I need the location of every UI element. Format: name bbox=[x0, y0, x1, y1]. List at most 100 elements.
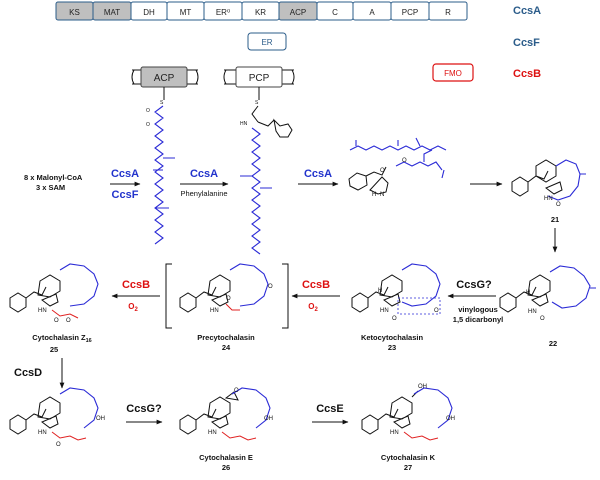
pyrrolinone-intermediate: O O H N bbox=[348, 137, 447, 198]
ccsF-gene-label: CcsF bbox=[513, 37, 540, 49]
c25-hn: HN bbox=[38, 308, 47, 314]
ccsA-gene-label: CcsA bbox=[513, 5, 541, 17]
intermediate-n: N bbox=[380, 192, 384, 198]
intermediate-h: H bbox=[372, 192, 376, 198]
precursor-sam: 3 x SAM bbox=[36, 183, 65, 192]
c24-o-ester: O bbox=[226, 296, 231, 302]
domain-label-0: KS bbox=[69, 8, 80, 17]
svg-text:O: O bbox=[146, 122, 150, 128]
acp-thioester-s: S bbox=[160, 100, 164, 106]
ccsD-label: CcsD bbox=[14, 367, 42, 379]
vinylogous-line1: vinylogous bbox=[458, 305, 498, 314]
c23-hn: HN bbox=[380, 308, 389, 314]
step-ccsB-1: CcsB O2 bbox=[291, 279, 340, 313]
step-3: CcsA bbox=[298, 168, 339, 187]
c23-o2: O bbox=[434, 308, 439, 314]
ccsB-step1-label: CcsB bbox=[302, 279, 330, 291]
c22-h: H bbox=[526, 290, 530, 296]
c27-name: Cytochalasin K bbox=[381, 453, 436, 462]
c21-o: O bbox=[556, 202, 561, 208]
c26-name: Cytochalasin E bbox=[199, 453, 253, 462]
c26-hn: HN bbox=[208, 430, 217, 436]
step-ccsE: CcsE bbox=[312, 403, 349, 425]
c26-epoxide-o: O bbox=[234, 388, 239, 394]
c24-number: 24 bbox=[222, 343, 231, 352]
step2-ccsA: CcsA bbox=[190, 168, 218, 180]
bottom1-hn: HN bbox=[38, 430, 47, 436]
pcp-carrier: PCP S HN bbox=[223, 66, 295, 255]
ccsB-step2-label: CcsB bbox=[122, 279, 150, 291]
domain-label-6: ACP bbox=[290, 8, 306, 17]
c24-brackets bbox=[165, 263, 289, 329]
o2-step2: O2 bbox=[128, 302, 138, 313]
o2-step1: O2 bbox=[308, 302, 318, 313]
c24-hn: HN bbox=[210, 308, 219, 314]
c23-number: 23 bbox=[388, 343, 396, 352]
acp-polyketide-chain bbox=[154, 105, 164, 245]
compound-ccsD-product: HN O OH bbox=[9, 387, 105, 448]
compound-21: HN O 21 bbox=[511, 159, 586, 224]
domain-label-3: MT bbox=[180, 8, 192, 17]
c22-o: O bbox=[540, 316, 545, 322]
c21-hn: HN bbox=[544, 196, 553, 202]
step-ccsB-2: CcsB O2 bbox=[111, 279, 160, 313]
step1-ccsA: CcsA bbox=[111, 168, 139, 180]
compound-25: HN O O Cytochalasin Z16 25 bbox=[9, 263, 99, 354]
dicarbonyl-highlight-box bbox=[397, 297, 441, 315]
c23-o: O bbox=[392, 316, 397, 322]
domain-box bbox=[428, 1, 468, 21]
ccsF-domain-label: ER bbox=[261, 38, 272, 47]
ccsF-domain: ER CcsF bbox=[247, 32, 540, 51]
domain-label-8: A bbox=[369, 8, 375, 17]
c21-number: 21 bbox=[551, 215, 559, 224]
ccsG-label: CcsG? bbox=[456, 279, 492, 291]
domain-label-4: ER⁰ bbox=[216, 8, 230, 17]
compound-22: H HN O 22 bbox=[499, 265, 596, 348]
c27-oh: OH bbox=[446, 416, 455, 422]
intermediate-rings bbox=[348, 166, 389, 195]
step3-ccsA: CcsA bbox=[304, 168, 332, 180]
ccsB-domain: FMO CcsB bbox=[432, 63, 541, 82]
intermediate-o2: O bbox=[402, 158, 407, 164]
c27-number: 27 bbox=[404, 463, 412, 472]
domain-label-9: PCP bbox=[402, 8, 418, 17]
c24-o: O bbox=[268, 284, 273, 290]
compound-27: HN OH OH Cytochalasin K 27 bbox=[361, 384, 455, 472]
step-ccsG-epoxidation: CcsG? bbox=[126, 403, 163, 425]
ccsB-domain-label: FMO bbox=[444, 69, 462, 78]
ccsG2-label: CcsG? bbox=[126, 403, 162, 415]
c22-hn: HN bbox=[528, 309, 537, 315]
svg-text:O: O bbox=[146, 108, 150, 114]
compound-23: H HN O O Ketocytochalasin 23 bbox=[351, 263, 441, 352]
compound-26: HN O OH Cytochalasin E 26 bbox=[179, 387, 273, 472]
ccsB-gene-label: CcsB bbox=[513, 68, 541, 80]
acp-carrier: ACP S O O bbox=[131, 66, 199, 245]
c27-hn: HN bbox=[390, 430, 399, 436]
step-2: CcsA Phenylalanine bbox=[180, 168, 229, 198]
c25-number: 25 bbox=[50, 345, 58, 354]
acp-label: ACP bbox=[154, 73, 175, 84]
domain-label-2: DH bbox=[143, 8, 155, 17]
domain-label-10: R bbox=[445, 8, 451, 17]
precursor-malonyl: 8 x Malonyl-CoA bbox=[24, 173, 83, 182]
c26-oh: OH bbox=[264, 416, 273, 422]
c24-name: Precytochalasin bbox=[197, 333, 255, 342]
intermediate-o1: O bbox=[380, 168, 385, 174]
ccsE-label: CcsE bbox=[316, 403, 344, 415]
pcp-label: PCP bbox=[249, 73, 270, 84]
c26-number: 26 bbox=[222, 463, 230, 472]
step-1: 8 x Malonyl-CoA 3 x SAM CcsA CcsF bbox=[24, 168, 141, 201]
c23-h: H bbox=[378, 288, 382, 294]
vinylogous-line2: 1,5 dicarbonyl bbox=[453, 315, 503, 324]
bottom1-oh: OH bbox=[96, 416, 105, 422]
pcp-thioester-s: S bbox=[255, 100, 259, 106]
pcp-nh: HN bbox=[240, 121, 248, 127]
domain-label-5: KR bbox=[255, 8, 266, 17]
step-ccsD: CcsD bbox=[14, 358, 65, 389]
c22-number: 22 bbox=[549, 339, 557, 348]
compound-24: HN O O Precytochalasin 24 bbox=[165, 263, 289, 352]
step-ccsG-oxidation: CcsG? vinylogous 1,5 dicarbonyl bbox=[447, 279, 503, 324]
bottom1-o: O bbox=[56, 442, 61, 448]
